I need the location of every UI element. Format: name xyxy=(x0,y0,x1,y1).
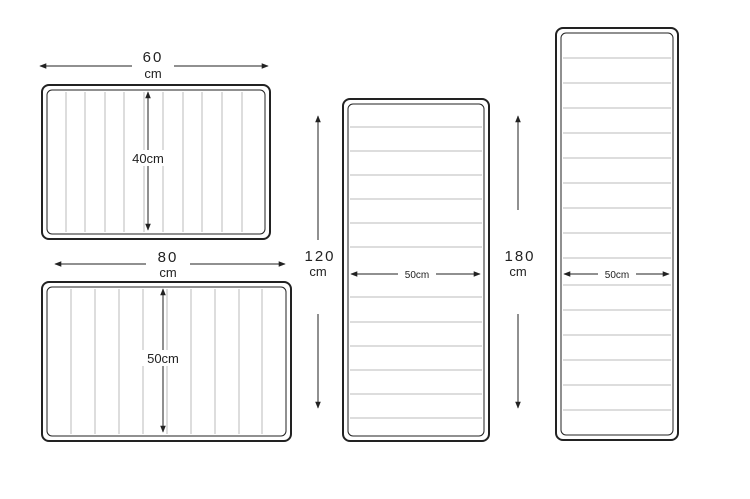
mat-60x40: 60 cm 40cm xyxy=(39,46,271,240)
length-label: 180 xyxy=(504,248,535,265)
mat-slats xyxy=(350,126,482,419)
width-label-bg xyxy=(146,246,190,281)
width-label: 60 xyxy=(143,49,164,66)
width-label-bg xyxy=(132,46,174,82)
mat-slats xyxy=(563,57,671,411)
width-label-bg xyxy=(398,267,436,281)
length-unit: cm xyxy=(309,264,326,279)
length-label: 120 xyxy=(304,248,335,265)
mat-120x50: 120 cm 50cm xyxy=(304,98,490,442)
mat-80x50: 80 cm 50cm xyxy=(41,246,292,442)
width-label: 50cm xyxy=(405,270,429,281)
height-label: 50cm xyxy=(147,351,179,366)
height-label: 40cm xyxy=(132,151,164,166)
width-label: 80 xyxy=(158,249,179,266)
mat-inner-border xyxy=(347,103,485,437)
height-label-bg xyxy=(140,350,186,366)
width-label-bg xyxy=(598,267,636,281)
mat-outline xyxy=(555,27,679,441)
mat-inner-border xyxy=(46,89,266,235)
mat-inner-border xyxy=(46,286,287,437)
width-unit: cm xyxy=(159,265,176,280)
width-label: 50cm xyxy=(605,270,629,281)
width-unit: cm xyxy=(144,66,161,81)
mat-inner-border xyxy=(560,32,674,436)
mat-slats xyxy=(70,289,263,434)
mat-180x50: 180 cm 50cm xyxy=(504,27,679,441)
height-label-bg xyxy=(126,150,170,166)
length-unit: cm xyxy=(509,264,526,279)
